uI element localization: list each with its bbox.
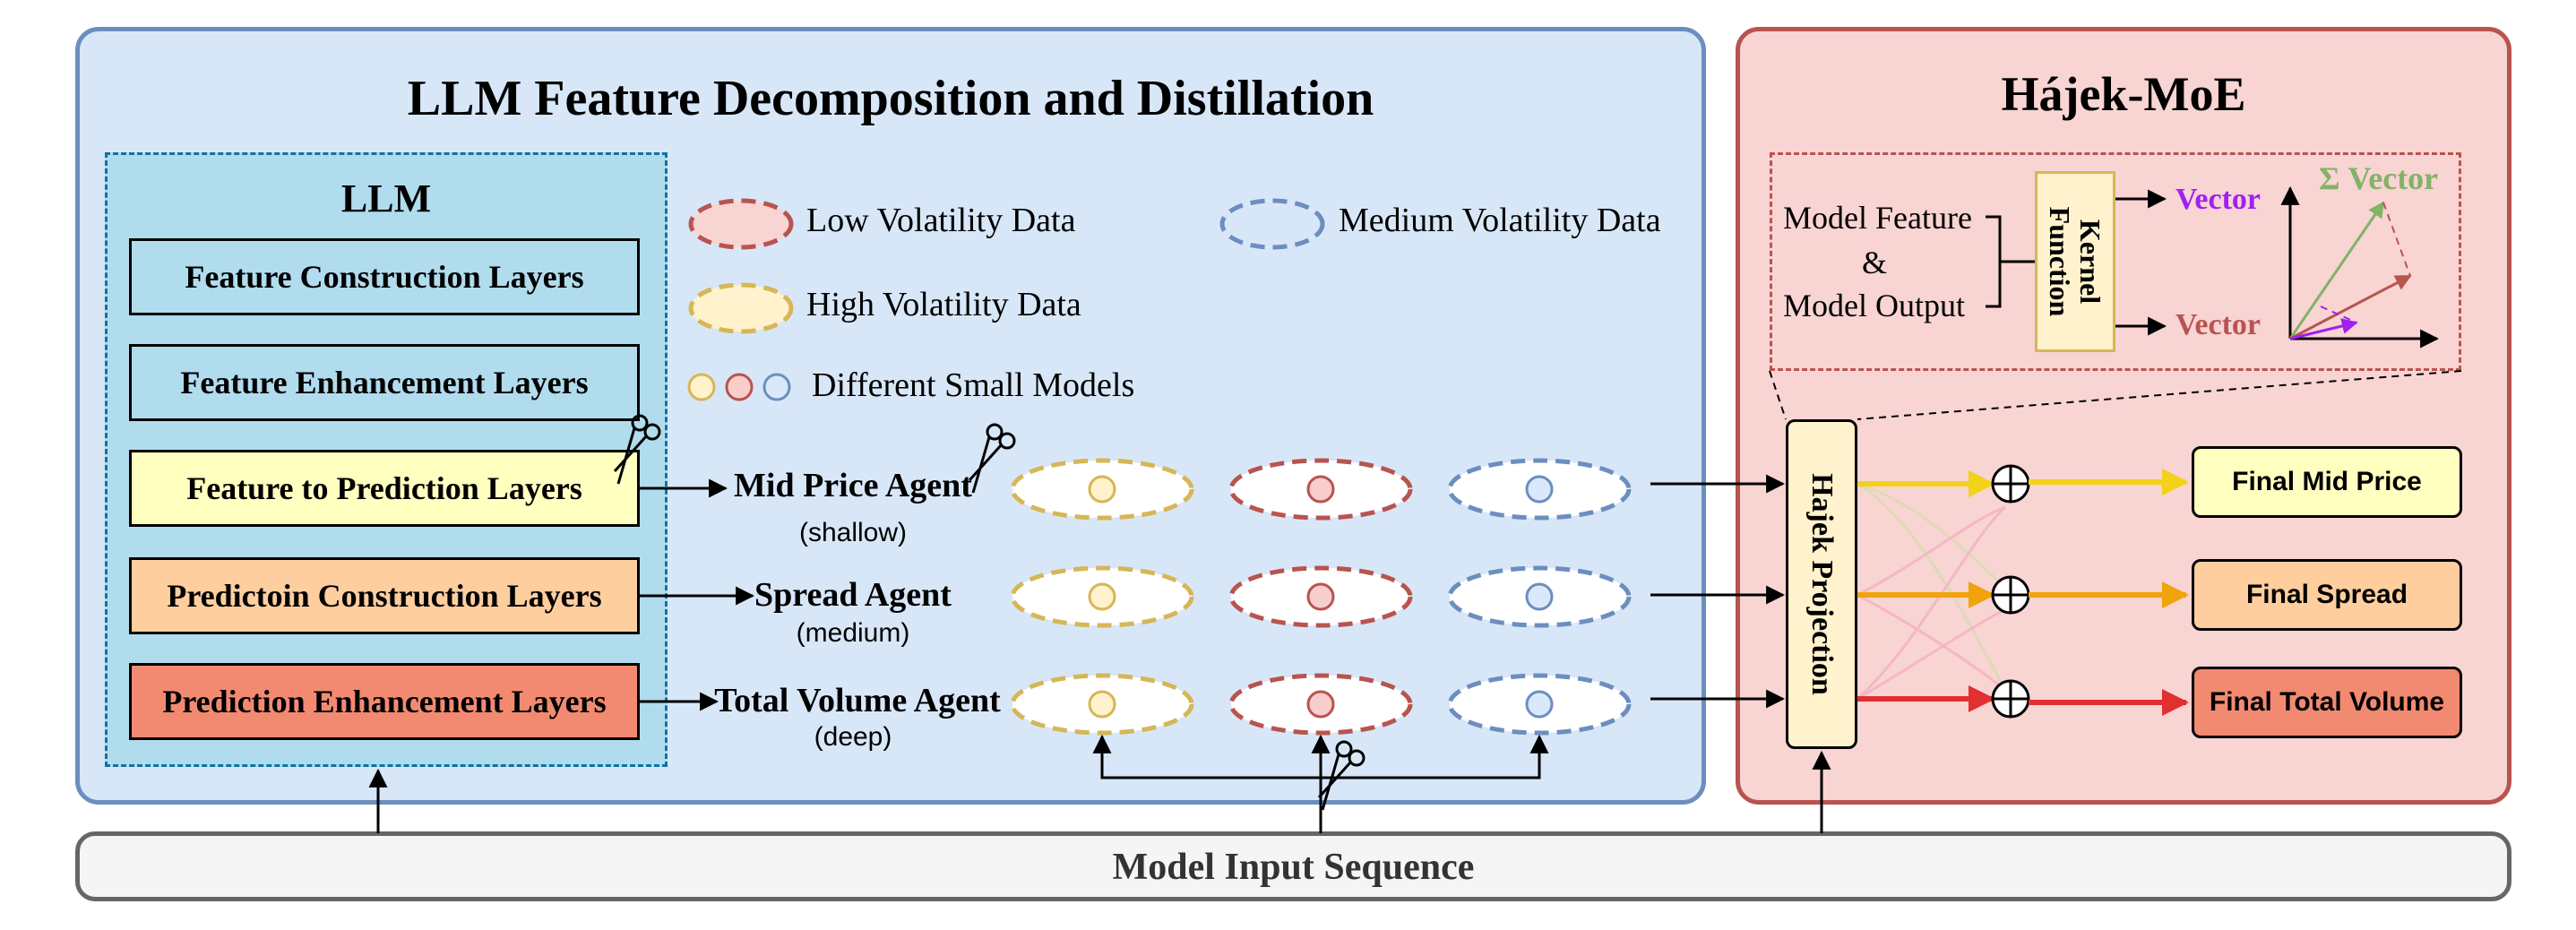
legend-low-volatility-swatch: [688, 198, 794, 250]
zoom-line-right: [1857, 370, 2462, 420]
sum-node-volume: [1991, 679, 2030, 719]
inset-vector-bottom: Vector: [2175, 308, 2262, 341]
legend-low-volatility-label: Low Volatility Data: [806, 202, 1076, 239]
layer-prediction-enhancement: Prediction Enhancement Layers: [129, 663, 640, 740]
projection-cross-edges: [1856, 482, 2007, 701]
final-total-volume-box: Final Total Volume: [2192, 667, 2462, 738]
agent-mid-price-depth: (shallow): [798, 518, 908, 547]
agent-total-volume: Total Volume Agent: [714, 682, 1001, 719]
arrow-input-to-small-models: [1092, 734, 1322, 833]
inset-parallelogram-dash-2: [2320, 306, 2357, 323]
inset-vector-top: Vector: [2175, 183, 2262, 216]
right-panel-title: Hájek-MoE: [2001, 67, 2246, 121]
agent-spread: Spread Agent: [754, 576, 952, 614]
inset-vector-bottom-arrow: [2289, 274, 2412, 340]
llm-title: LLM: [340, 177, 432, 220]
layer-feature-enhancement: Feature Enhancement Layers: [129, 344, 640, 421]
inset-parallelogram-dash-1: [2382, 202, 2411, 277]
hajek-projection-box: Hajek Projection: [1786, 419, 1857, 749]
scissors-icon: [968, 423, 1016, 494]
hajek-inset-box: [1770, 152, 2461, 371]
inset-vector-top-arrow: [2289, 318, 2358, 340]
left-panel-title: LLM Feature Decomposition and Distillati…: [407, 71, 1374, 126]
spread-agent-models: [1010, 565, 1632, 628]
total-volume-agent-models: [1010, 673, 1632, 736]
legend-model-red: [725, 373, 754, 401]
inset-model-feature: Model Feature: [1783, 200, 1972, 236]
legend-medium-volatility-swatch: [1219, 198, 1325, 250]
model-input-sequence-label: Model Input Sequence: [1112, 847, 1475, 888]
final-mid-price-box: Final Mid Price: [2192, 446, 2462, 518]
inset-ampersand: &: [1862, 245, 1888, 280]
legend-model-yellow: [687, 373, 716, 401]
agent-spread-depth: (medium): [796, 618, 910, 648]
agent-total-volume-depth: (deep): [814, 722, 892, 752]
arrow-input-to-blue-model: [1321, 734, 1549, 779]
legend-medium-volatility-label: Medium Volatility Data: [1339, 202, 1661, 239]
sum-node-mid: [1991, 464, 2030, 504]
agent-mid-price: Mid Price Agent: [734, 467, 972, 504]
layer-feature-construction: Feature Construction Layers: [129, 238, 640, 315]
legend-small-models-label: Different Small Models: [812, 366, 1135, 404]
model-input-sequence-bar: [75, 831, 2511, 901]
inset-model-output: Model Output: [1783, 288, 1965, 323]
sum-node-spread: [1991, 575, 2030, 615]
legend-model-blue: [762, 373, 791, 401]
scissors-icon: [1317, 740, 1366, 811]
final-spread-box: Final Spread: [2192, 559, 2462, 631]
layer-prediction-construction: Predictoin Construction Layers: [129, 557, 640, 634]
inset-sum-vector-arrow: [2288, 201, 2385, 340]
zoom-line-left: [1769, 370, 1787, 420]
mid-price-agent-models: [1010, 458, 1632, 521]
kernel-function-box: Kernel Function: [2035, 171, 2115, 352]
legend-high-volatility-label: High Volatility Data: [806, 286, 1081, 323]
inset-bracket: [1986, 215, 2035, 308]
scissors-icon: [613, 414, 661, 485]
inset-sum-vector: Σ Vector: [2319, 160, 2439, 196]
layer-feature-to-prediction: Feature to Prediction Layers: [129, 450, 640, 527]
legend-high-volatility-swatch: [688, 282, 794, 334]
